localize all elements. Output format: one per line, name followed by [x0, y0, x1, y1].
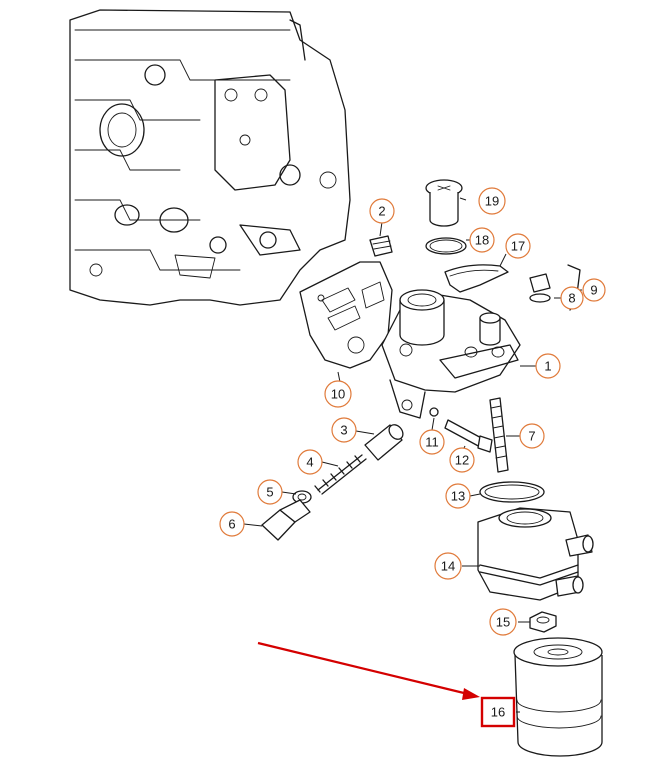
part-3-piston — [364, 424, 404, 461]
callout-label: 11 — [425, 435, 439, 450]
callout-label: 10 — [331, 387, 345, 402]
callout-label: 5 — [266, 485, 273, 500]
callout-18: 18 — [469, 227, 495, 253]
callout-label: 18 — [475, 233, 489, 248]
callout-15: 15 — [489, 608, 517, 636]
callout-label: 12 — [455, 453, 469, 468]
part-14-oil-cooler — [477, 507, 594, 601]
callout-label: 17 — [511, 239, 525, 254]
part-2-plug — [369, 235, 393, 257]
callout-12: 12 — [449, 447, 475, 473]
callout-label: 19 — [485, 194, 499, 209]
callout-label: 13 — [451, 489, 465, 504]
callout-label: 14 — [441, 559, 455, 574]
callout-label: 3 — [340, 423, 347, 438]
callout-9: 9 — [582, 278, 606, 302]
part-15-nut — [529, 611, 557, 633]
part-13-o-ring — [479, 481, 545, 503]
part-16-oil-filter — [513, 637, 603, 757]
callout-10: 10 — [324, 380, 352, 408]
part-5-washer — [292, 490, 312, 504]
part-7-stud — [489, 397, 509, 473]
engine-block — [69, 9, 351, 306]
part-4-spring — [314, 454, 367, 495]
callout-label: 4 — [306, 455, 313, 470]
part-18-o-ring — [425, 237, 467, 255]
callout-17: 17 — [505, 233, 531, 259]
callout-1: 1 — [535, 353, 561, 379]
callout-4: 4 — [297, 449, 323, 475]
callout-5: 5 — [257, 479, 283, 505]
callout-label: 15 — [496, 615, 510, 630]
part-11-pin — [429, 407, 439, 417]
part-8-bolt — [529, 273, 551, 303]
callout-label: 2 — [378, 204, 385, 219]
leader-lines — [243, 197, 582, 713]
callout-8: 8 — [560, 286, 584, 310]
part-10-gasket — [299, 261, 393, 369]
callout-11: 11 — [419, 429, 445, 455]
callout-label: 16 — [491, 705, 505, 720]
part-6-plug — [261, 499, 311, 541]
highlight-arrow — [257, 641, 480, 700]
callout-label: 1 — [544, 359, 551, 374]
callout-6: 6 — [219, 511, 245, 537]
part-1-filter-housing — [381, 289, 521, 419]
callout-label: 9 — [590, 283, 597, 298]
callout-label: 7 — [528, 429, 535, 444]
callout-label: 8 — [568, 291, 575, 306]
callout-2: 2 — [369, 198, 395, 224]
part-19-cap — [425, 179, 463, 227]
callout-19: 19 — [478, 187, 506, 215]
callout-13: 13 — [445, 483, 471, 509]
part-12-bolt — [444, 419, 493, 453]
callout-7: 7 — [519, 423, 545, 449]
part-17-seal — [444, 264, 509, 293]
callout-16-highlighted: 16 — [480, 696, 516, 728]
callout-3: 3 — [331, 417, 357, 443]
callout-14: 14 — [434, 552, 462, 580]
callout-label: 6 — [228, 517, 235, 532]
